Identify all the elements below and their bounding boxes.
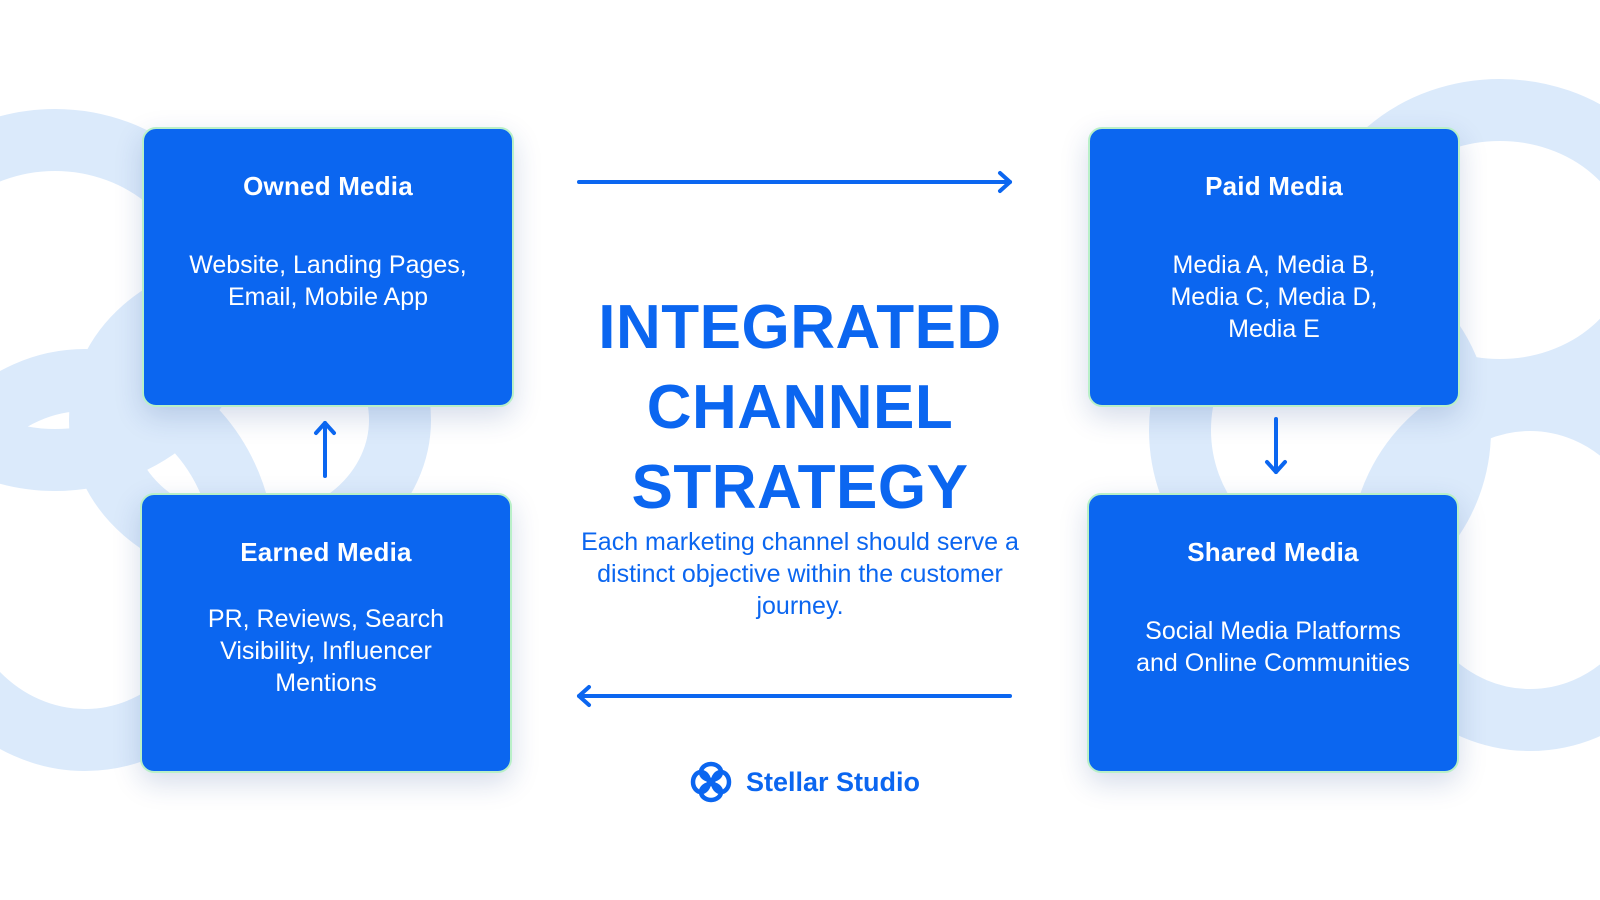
paid-media-line: Media E xyxy=(1228,315,1320,343)
paid-media-description: Media A, Media B, Media C, Media D, Medi… xyxy=(1114,249,1434,345)
earned-media-line: PR, Reviews, Search xyxy=(207,605,445,633)
paid-media-line: Media A, Media B, xyxy=(1172,251,1376,279)
shared-media-card: Shared Media Social Media Platforms and … xyxy=(1087,493,1459,773)
earned-media-line: Visibility, Influencer xyxy=(220,637,432,665)
shared-media-description: Social Media Platforms and Online Commun… xyxy=(1113,615,1433,679)
shared-media-title: Shared Media xyxy=(1187,537,1359,567)
paid-media-title: Paid Media xyxy=(1205,171,1343,201)
owned-media-title: Owned Media xyxy=(243,171,413,201)
owned-media-description: Website, Landing Pages, Email, Mobile Ap… xyxy=(168,249,488,313)
paid-media-card: Paid Media Media A, Media B, Media C, Me… xyxy=(1088,127,1460,407)
page-subtitle: Each marketing channel should serve a di… xyxy=(581,528,1019,620)
shared-media-line: and Online Communities xyxy=(1136,649,1410,677)
earned-media-line: Mentions xyxy=(275,669,377,697)
earned-media-title: Earned Media xyxy=(240,537,412,567)
earned-media-description: PR, Reviews, Search Visibility, Influenc… xyxy=(166,603,486,699)
earned-media-card: Earned Media PR, Reviews, Search Visibil… xyxy=(140,493,512,773)
owned-media-card: Owned Media Website, Landing Pages, Emai… xyxy=(142,127,514,407)
brand-name: Stellar Studio xyxy=(746,766,921,797)
page-title-line: CHANNEL xyxy=(646,373,954,442)
owned-media-line: Website, Landing Pages, xyxy=(189,251,467,279)
page-title-line: STRATEGY xyxy=(631,453,969,522)
shared-media-line: Social Media Platforms xyxy=(1145,617,1401,645)
page-title-line: INTEGRATED xyxy=(598,293,1002,362)
interlocking-rings-logo-icon xyxy=(690,761,732,803)
brand: Stellar Studio xyxy=(688,758,920,806)
paid-media-line: Media C, Media D, xyxy=(1170,283,1378,311)
page-title: INTEGRATED CHANNEL STRATEGY xyxy=(560,288,1040,528)
owned-media-line: Email, Mobile App xyxy=(227,283,429,311)
